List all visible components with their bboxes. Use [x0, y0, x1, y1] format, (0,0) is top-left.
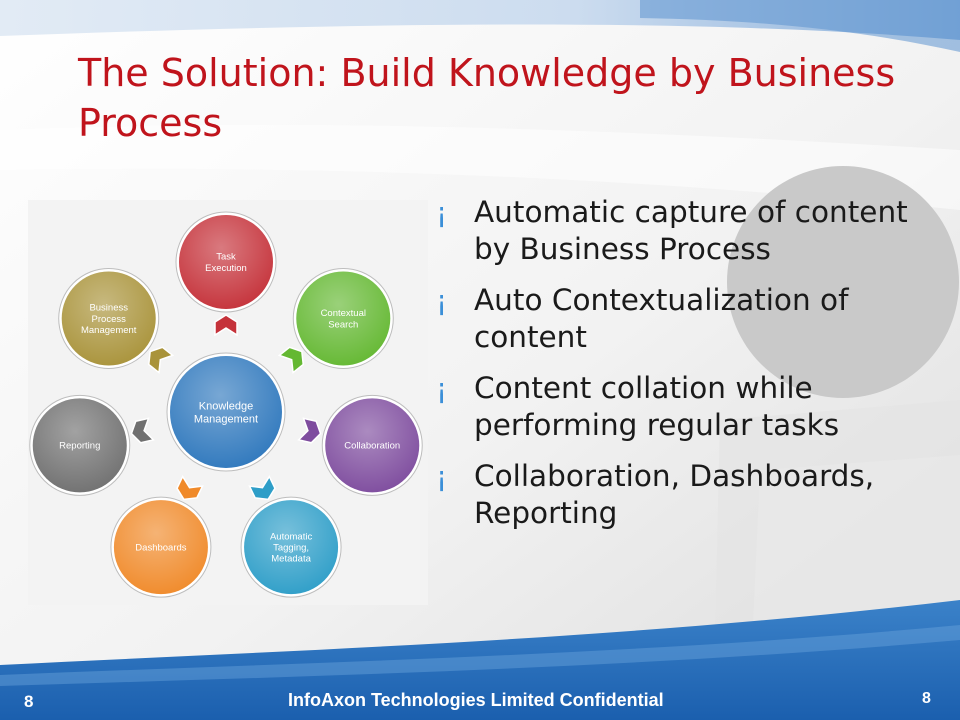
footer-page-number-left: 8: [24, 692, 34, 711]
diagram-node-label: Dashboards: [135, 542, 186, 553]
bullet-item: ¡ Auto Contextualization of content: [432, 282, 942, 356]
arrow-icon: [277, 346, 305, 375]
arrow-icon: [176, 475, 204, 501]
diagram-node-label: Reporting: [59, 441, 100, 452]
diagram-node-label: Collaboration: [344, 441, 400, 452]
bullet-marker: ¡: [436, 196, 448, 229]
diagram-node: Collaboration: [321, 394, 423, 496]
bullet-marker: ¡: [436, 460, 448, 493]
decorative-gray-circle: [727, 166, 959, 398]
diagram-node: Reporting: [29, 394, 131, 496]
diagram-node: Dashboards: [110, 496, 212, 598]
bullet-marker: ¡: [436, 284, 448, 317]
bullet-list: ¡ Automatic capture of content by Busines…: [432, 194, 942, 546]
footer-page-number-right: 8: [922, 690, 931, 707]
arrow-icon: [248, 475, 276, 501]
bullet-text: Collaboration, Dashboards, Reporting: [474, 459, 875, 530]
bullet-item: ¡ Content collation while performing regu…: [432, 370, 942, 444]
bullet-text: Auto Contextualization of content: [474, 283, 849, 354]
arrow-icon: [130, 417, 155, 444]
bullet-item: ¡ Automatic capture of content by Busines…: [432, 194, 942, 268]
bullet-text: Automatic capture of content by Business…: [474, 195, 908, 266]
slide-title: The Solution: Build Knowledge by Busines…: [78, 51, 896, 145]
arrow-icon: [214, 314, 238, 337]
bullet-marker: ¡: [436, 372, 448, 405]
footer-confidential-text: InfoAxon Technologies Limited Confidenti…: [288, 690, 664, 710]
bullet-item: ¡ Collaboration, Dashboards, Reporting: [432, 458, 942, 532]
arrow-icon: [147, 346, 175, 375]
bullet-text: Content collation while performing regul…: [474, 371, 840, 442]
arrow-icon: [297, 417, 322, 444]
